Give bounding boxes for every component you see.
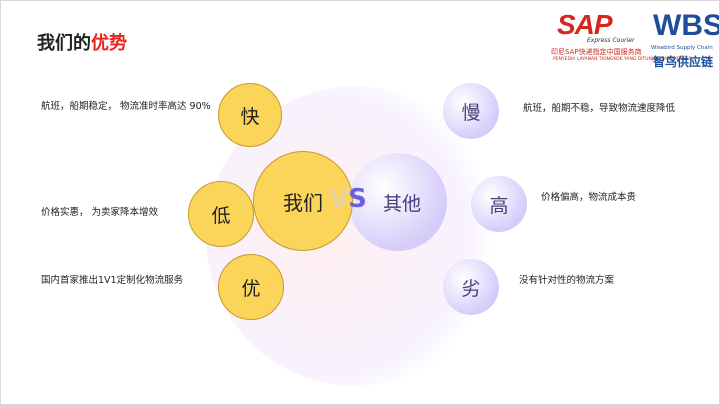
left-circle-best: 优 <box>218 254 284 320</box>
wbs-cn-caption: 智鸟供应链 <box>653 55 714 69</box>
right-text-poor: 没有针对性的物流方案 <box>519 275 615 286</box>
others-circle: 其他 <box>349 153 447 251</box>
left-text-fast: 航班，船期稳定， 物流准时率高达 90% <box>41 101 211 112</box>
wbs-en-caption: Wisebird Supply Chain <box>651 45 713 51</box>
title-highlight: 优势 <box>91 33 127 54</box>
right-text-slow: 航班，船期不稳，导致物流速度降低 <box>523 103 676 114</box>
sap-cn-caption: 印尼SAP快递指定中国服务商 <box>551 48 642 56</box>
sap-id-caption: PENYEDIA LAYANAN TIONGKOK YANG DITUNJUK … <box>553 57 692 62</box>
others-label: 其他 <box>382 192 421 215</box>
sap-subtitle: Express Courier <box>587 37 635 44</box>
page-title: 我们的优势 <box>37 29 127 55</box>
right-text-high: 价格偏高，物流成本贵 <box>541 192 637 203</box>
sap-logo: SAP <box>557 9 613 40</box>
left-text-best: 国内首家推出1V1定制化物流服务 <box>41 275 184 286</box>
left-circle-fast: 快 <box>218 83 282 147</box>
us-circle: 我们 <box>253 151 353 251</box>
vs-mark: VS <box>329 184 367 214</box>
right-circle-poor: 劣 <box>443 259 499 315</box>
logo-group: SAP Express Courier 印尼SAP快递指定中国服务商 PENYE… <box>551 7 719 71</box>
right-circle-high: 高 <box>471 176 527 232</box>
left-circle-low: 低 <box>188 181 254 247</box>
right-circle-slow: 慢 <box>443 83 499 139</box>
wbs-logo: WBS <box>653 9 720 42</box>
left-text-low: 价格实惠， 为卖家降本增效 <box>41 207 159 218</box>
title-prefix: 我们的 <box>37 33 91 54</box>
